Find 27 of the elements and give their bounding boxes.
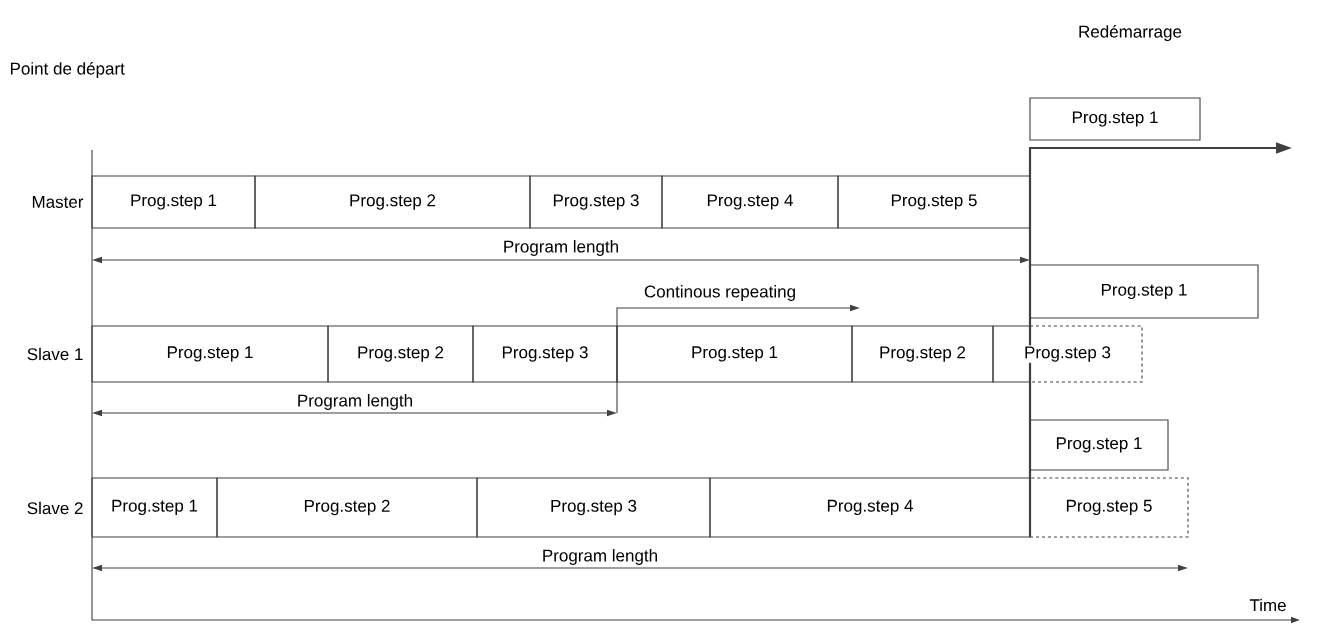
step-box: Prog.step 4 [661,175,839,229]
step-box: Prog.step 5 [837,175,1031,229]
step-box: Prog.step 1 [1029,264,1259,319]
step-box: Prog.step 3 [476,477,711,538]
step-box: Prog.step 3 [472,325,618,383]
heading: Point de départ [8,60,126,79]
step-box: Prog.step 1 [91,175,256,229]
step-box: Prog.step 1 [616,325,853,383]
dimension-label: Program length [540,548,660,566]
step-box: Prog.step 1 [91,325,329,383]
step-box: Prog.step 1 [91,477,218,538]
heading: Redémarrage [1077,23,1183,42]
step-box: Prog.step 1 [1029,419,1169,471]
note: Continous repeating [642,284,798,302]
step-box: Prog.step 5 [1029,477,1189,538]
step-box: Prog.step 3 [529,175,663,229]
dimension-label: Program length [501,239,621,257]
step-box: Prog.step 3 [992,325,1143,383]
axis-label: Time [1248,597,1288,613]
step-box: Prog.step 2 [851,325,994,383]
dimension-label: Program length [295,393,415,411]
step-box: Prog.step 2 [216,477,478,538]
step-box: Prog.step 2 [327,325,474,383]
row-label: Master [30,195,85,209]
step-box: Prog.step 1 [1029,97,1201,141]
step-box: Prog.step 4 [709,477,1031,538]
step-box: Prog.step 2 [254,175,531,229]
